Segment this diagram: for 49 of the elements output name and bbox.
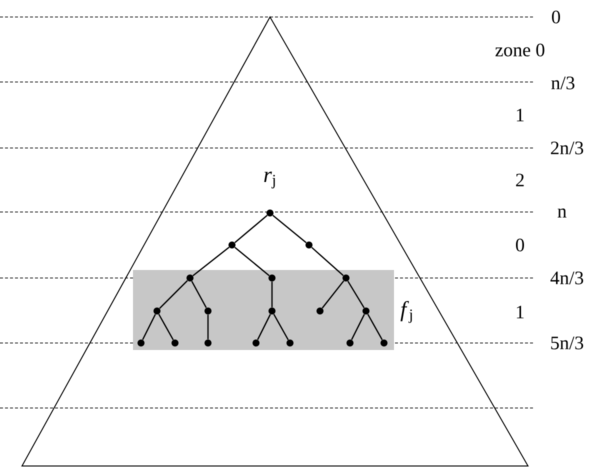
tree-node-dot bbox=[306, 242, 312, 248]
tree-edge bbox=[367, 314, 383, 340]
tree-node-dot bbox=[346, 339, 354, 346]
tree-node-dot bbox=[154, 308, 160, 314]
level-label: 1 bbox=[516, 306, 524, 318]
tree-node-dot bbox=[286, 339, 294, 346]
tree-edge bbox=[142, 314, 156, 340]
tree-edge bbox=[272, 214, 307, 244]
level-label: n bbox=[558, 208, 566, 218]
tree-edge bbox=[271, 282, 273, 308]
node-label: r$_{j}$ bbox=[264, 172, 275, 188]
tree-node-dot bbox=[268, 274, 276, 282]
tree-node-dot bbox=[266, 210, 274, 216]
tree-node-dot bbox=[268, 308, 276, 314]
level-label: 5n/3 bbox=[551, 336, 584, 350]
tree-node-dot bbox=[362, 308, 370, 314]
tree-edge bbox=[234, 214, 268, 244]
tree-edge bbox=[159, 280, 188, 309]
tree-node-dot bbox=[342, 274, 350, 282]
tree-edge bbox=[234, 246, 270, 276]
tree-node-dot bbox=[186, 274, 194, 282]
level-label: 1 bbox=[516, 108, 524, 122]
level-label: 2 bbox=[516, 174, 524, 186]
level-label: 0 bbox=[516, 238, 524, 252]
tree-node-dot bbox=[138, 339, 144, 346]
level-label: 2n/3 bbox=[550, 142, 584, 154]
node-label: f$_{j}$ bbox=[400, 301, 412, 323]
tree-edge bbox=[192, 246, 230, 276]
level-label: n/3 bbox=[551, 76, 574, 90]
level-label: 4n/3 bbox=[550, 272, 584, 284]
tree-edge bbox=[158, 314, 174, 340]
tree-node-dot bbox=[316, 308, 324, 314]
tree-node-dot bbox=[204, 339, 212, 346]
tree-edge bbox=[347, 280, 365, 308]
tree-node-dot bbox=[252, 339, 260, 346]
level-label: 0 bbox=[552, 10, 560, 24]
tree-edge bbox=[273, 314, 289, 340]
tree-node-dot bbox=[380, 339, 388, 346]
tree-node-dot bbox=[204, 308, 212, 314]
tree-edge bbox=[257, 314, 271, 340]
tree-edge bbox=[351, 314, 365, 340]
tree-edge bbox=[311, 246, 344, 276]
level-label: zone 0 bbox=[495, 44, 544, 56]
shaded-region bbox=[133, 270, 394, 350]
tree-edge bbox=[322, 280, 344, 308]
tree-edge bbox=[207, 314, 209, 340]
tree-node-dot bbox=[228, 242, 236, 248]
tree-node-dot bbox=[172, 339, 178, 346]
tree-edge bbox=[191, 280, 207, 308]
